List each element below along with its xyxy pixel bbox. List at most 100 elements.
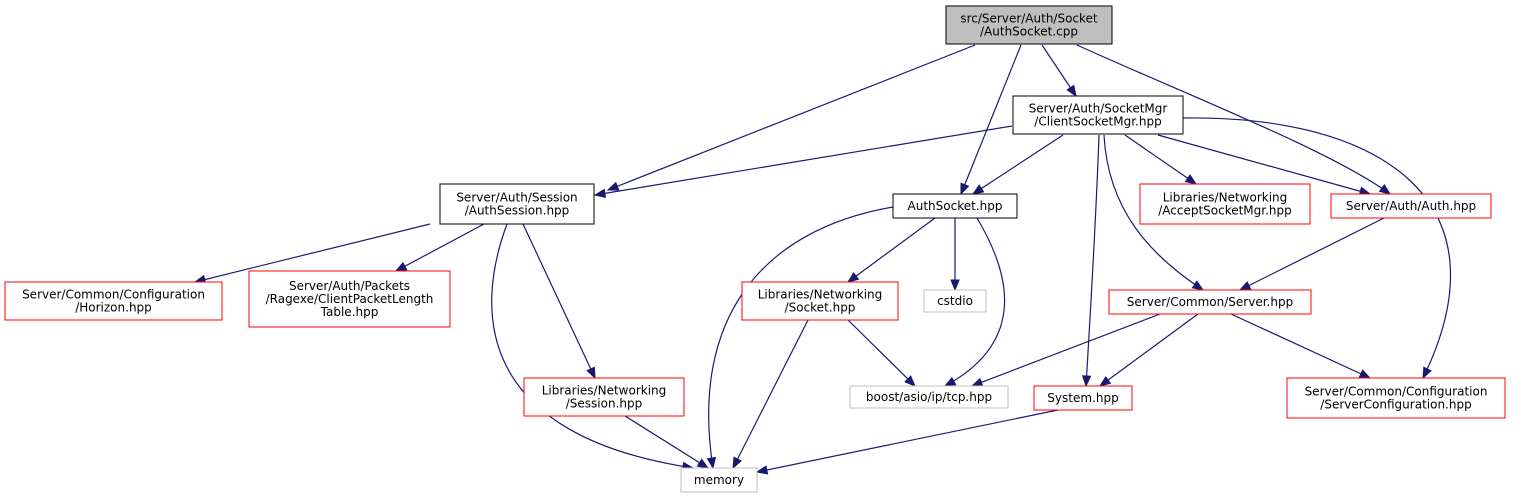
edge-socket-hpp-to-memory xyxy=(732,319,809,470)
edge-clientsocketmgr-hpp-to-auth-hpp-line xyxy=(1157,134,1371,195)
node-authsocket-hpp[interactable]: AuthSocket.hpp xyxy=(892,193,1018,219)
node-authsession-hpp-label-line: /AuthSession.hpp xyxy=(465,204,570,218)
edge-socket-hpp-to-tcp-hpp-arrowhead xyxy=(904,375,916,387)
node-server-hpp-label-line: Server/Common/Server.hpp xyxy=(1127,295,1293,309)
edge-authsocket-cpp-to-authsocket-hpp xyxy=(960,44,1022,196)
edge-socket-hpp-to-tcp-hpp xyxy=(847,319,916,387)
node-horizon-hpp-label-line: Server/Common/Configuration xyxy=(22,288,205,302)
edge-authsocket-hpp-to-socket-hpp-arrowhead xyxy=(846,271,860,283)
edge-clientsocketmgr-hpp-to-server-hpp-line xyxy=(1103,134,1204,291)
node-server-hpp[interactable]: Server/Common/Server.hpp xyxy=(1108,289,1312,315)
node-socket-hpp-label-line: /Socket.hpp xyxy=(785,301,856,315)
edge-authsession-hpp-to-clientpacketlengthtable-hpp-arrowhead xyxy=(394,261,408,272)
edge-socket-hpp-to-tcp-hpp-line xyxy=(847,319,916,387)
edge-system-hpp-to-memory xyxy=(755,409,1059,475)
edge-auth-hpp-to-server-hpp-arrowhead xyxy=(1238,281,1252,291)
node-memory-label-line: memory xyxy=(694,473,744,487)
edge-authsession-hpp-to-session-hpp-arrowhead xyxy=(586,366,596,380)
edge-system-hpp-to-memory-arrowhead xyxy=(755,465,769,475)
node-authsocket-hpp-label-line: AuthSocket.hpp xyxy=(908,199,1003,213)
node-authsocket-cpp[interactable]: src/Server/Auth/Socket/AuthSocket.cpp xyxy=(945,5,1113,45)
node-horizon-hpp-box xyxy=(4,281,223,321)
edge-clientsocketmgr-hpp-to-authsocket-hpp-line xyxy=(972,134,1064,195)
node-session-hpp-box xyxy=(523,377,685,417)
node-clientpacketlengthtable-hpp-box xyxy=(248,270,451,328)
node-session-hpp-label-line: /Session.hpp xyxy=(566,397,642,411)
edge-clientsocketmgr-hpp-to-auth-hpp xyxy=(1157,134,1372,196)
edge-clientsocketmgr-hpp-to-authsocket-hpp xyxy=(971,134,1064,195)
edge-authsession-hpp-to-horizon-hpp-line xyxy=(194,223,431,283)
edge-authsession-hpp-to-memory-line xyxy=(491,223,694,469)
edge-authsocket-hpp-to-tcp-hpp-line xyxy=(944,217,1006,387)
edge-clientsocketmgr-hpp-to-authsession-hpp-arrowhead xyxy=(593,188,607,198)
node-auth-hpp[interactable]: Server/Auth/Auth.hpp xyxy=(1330,193,1492,219)
edge-authsocket-cpp-to-authsession-hpp-arrowhead xyxy=(606,181,620,191)
node-clientsocketmgr-hpp-label-line: /ClientSocketMgr.hpp xyxy=(1034,115,1161,129)
edge-clientsocketmgr-hpp-to-authsocket-hpp-arrowhead xyxy=(971,184,985,195)
edge-socket-hpp-to-memory-line xyxy=(732,319,809,469)
edge-clientsocketmgr-hpp-to-serverconfiguration-hpp xyxy=(1182,117,1452,380)
node-session-hpp-label-line: Libraries/Networking xyxy=(542,384,667,398)
node-clientsocketmgr-hpp[interactable]: Server/Auth/SocketMgr/ClientSocketMgr.hp… xyxy=(1012,95,1184,135)
node-clientpacketlengthtable-hpp-label-line: Server/Auth/Packets xyxy=(289,279,410,293)
node-memory[interactable]: memory xyxy=(680,467,758,493)
edge-authsocket-cpp-to-auth-hpp-arrowhead xyxy=(1378,183,1392,195)
node-authsocket-cpp-label-line: src/Server/Auth/Socket xyxy=(960,12,1098,26)
edge-clientsocketmgr-hpp-to-serverconfiguration-hpp-arrowhead xyxy=(1422,366,1432,380)
edge-server-hpp-to-serverconfiguration-hpp xyxy=(1230,313,1372,379)
node-clientpacketlengthtable-hpp-label-line: /Ragexe/ClientPacketLength xyxy=(266,292,434,306)
edge-session-hpp-to-memory-line xyxy=(624,415,709,469)
edge-auth-hpp-to-server-hpp-line xyxy=(1239,217,1385,291)
node-authsession-hpp-box xyxy=(439,183,595,225)
node-authsocket-cpp-box xyxy=(945,5,1113,45)
node-socket-hpp[interactable]: Libraries/Networking/Socket.hpp xyxy=(741,281,899,321)
edge-authsocket-hpp-to-socket-hpp xyxy=(846,217,936,283)
node-serverconfiguration-hpp[interactable]: Server/Common/Configuration/ServerConfig… xyxy=(1286,377,1506,419)
node-system-hpp[interactable]: System.hpp xyxy=(1033,385,1133,411)
node-horizon-hpp[interactable]: Server/Common/Configuration/Horizon.hpp xyxy=(4,281,223,321)
node-serverconfiguration-hpp-label-line: /ServerConfiguration.hpp xyxy=(1320,398,1471,412)
node-cstdio[interactable]: cstdio xyxy=(923,289,987,313)
edge-server-hpp-to-tcp-hpp-line xyxy=(971,313,1161,387)
edge-clientsocketmgr-hpp-to-system-hpp-arrowhead xyxy=(1081,375,1092,388)
node-authsession-hpp[interactable]: Server/Auth/Session/AuthSession.hpp xyxy=(439,183,595,225)
node-tcp-hpp[interactable]: boost/asio/ip/tcp.hpp xyxy=(849,385,1009,409)
edge-clientsocketmgr-hpp-to-server-hpp xyxy=(1103,134,1205,291)
edge-authsocket-hpp-to-socket-hpp-line xyxy=(847,217,936,283)
edge-server-hpp-to-serverconfiguration-hpp-line xyxy=(1230,313,1371,379)
node-server-hpp-box xyxy=(1108,289,1312,315)
node-clientpacketlengthtable-hpp-label-line: Table.hpp xyxy=(320,305,379,319)
edge-server-hpp-to-system-hpp xyxy=(1098,313,1199,387)
edge-clientsocketmgr-hpp-to-serverconfiguration-hpp-line xyxy=(1182,117,1452,379)
edge-authsocket-cpp-to-authsocket-hpp-line xyxy=(960,44,1022,195)
node-authsocket-hpp-box xyxy=(892,193,1018,219)
edge-clientsocketmgr-hpp-to-system-hpp-line xyxy=(1085,134,1100,387)
node-horizon-hpp-label-line: /Horizon.hpp xyxy=(75,301,152,315)
node-clientsocketmgr-hpp-box xyxy=(1012,95,1184,135)
node-system-hpp-box xyxy=(1033,385,1133,411)
edge-authsession-hpp-to-session-hpp xyxy=(522,223,596,380)
edge-clientsocketmgr-hpp-to-authsession-hpp-line xyxy=(594,125,1013,196)
node-serverconfiguration-hpp-box xyxy=(1286,377,1506,419)
edge-authsession-hpp-to-session-hpp-line xyxy=(522,223,596,379)
edge-authsocket-cpp-to-authsession-hpp xyxy=(606,44,976,191)
edge-authsocket-hpp-to-memory-arrowhead xyxy=(706,456,717,470)
node-clientpacketlengthtable-hpp[interactable]: Server/Auth/Packets/Ragexe/ClientPacketL… xyxy=(248,270,451,328)
node-clientsocketmgr-hpp-label-line: Server/Auth/SocketMgr xyxy=(1029,102,1168,116)
edge-server-hpp-to-system-hpp-arrowhead xyxy=(1098,375,1112,387)
edge-system-hpp-to-memory-line xyxy=(756,409,1059,473)
node-acceptsocketmgr-hpp-label-line: /AcceptSocketMgr.hpp xyxy=(1158,204,1292,218)
edge-authsocket-hpp-to-cstdio-arrowhead xyxy=(950,279,960,292)
node-authsocket-cpp-label-line: /AuthSocket.cpp xyxy=(980,25,1078,39)
node-session-hpp[interactable]: Libraries/Networking/Session.hpp xyxy=(523,377,685,417)
node-auth-hpp-label-line: Server/Auth/Auth.hpp xyxy=(1346,199,1476,213)
node-acceptsocketmgr-hpp[interactable]: Libraries/Networking/AcceptSocketMgr.hpp xyxy=(1139,183,1311,225)
edge-authsocket-hpp-to-cstdio xyxy=(950,218,960,292)
edges-layer xyxy=(193,44,1452,475)
edge-server-hpp-to-tcp-hpp-arrowhead xyxy=(970,377,984,387)
edge-server-hpp-to-serverconfiguration-hpp-arrowhead xyxy=(1358,369,1372,379)
edge-session-hpp-to-memory-arrowhead xyxy=(696,458,710,469)
edge-clientsocketmgr-hpp-to-acceptsocketmgr-hpp xyxy=(1124,134,1198,185)
